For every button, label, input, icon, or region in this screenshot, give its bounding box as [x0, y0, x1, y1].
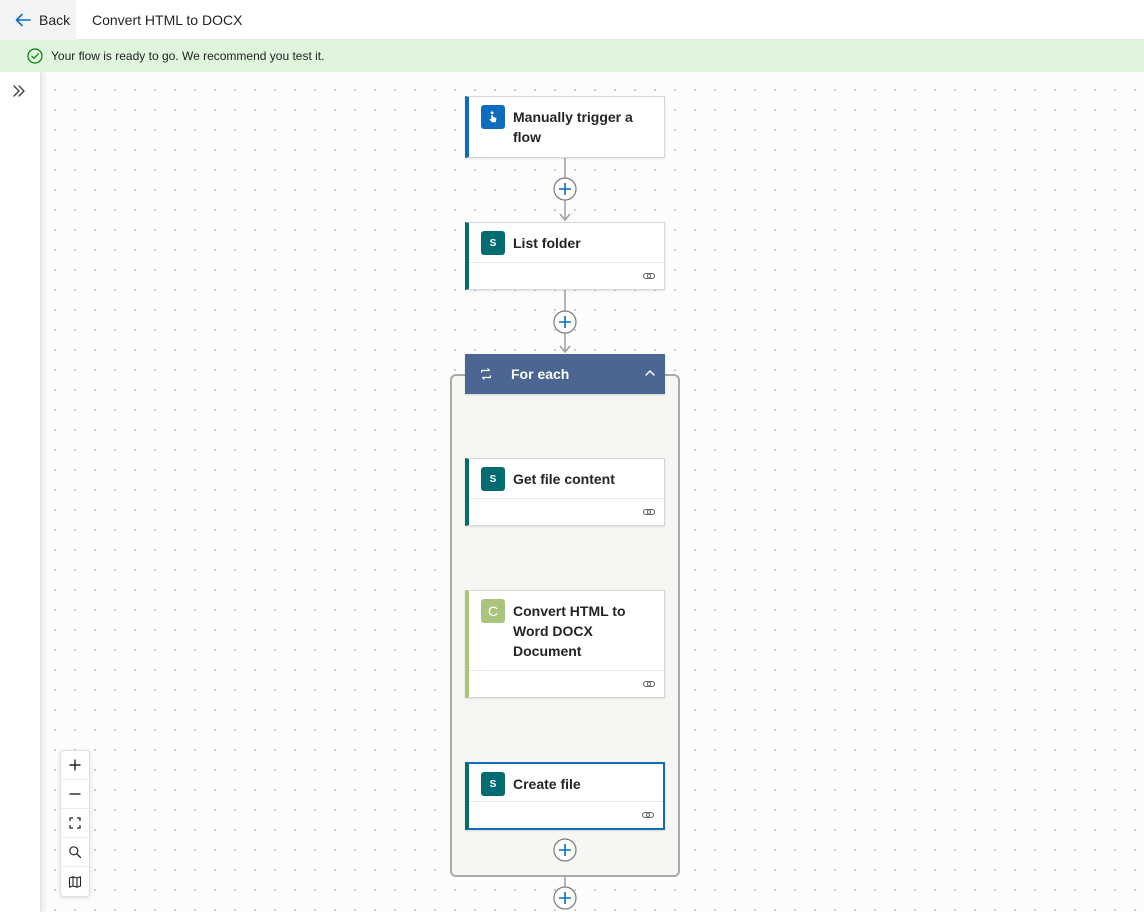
minus-icon: [69, 793, 81, 795]
zoom-controls: [60, 750, 90, 897]
convert-html-title: Convert HTML to Word DOCX Document: [513, 603, 626, 659]
foreach-title: For each: [511, 366, 570, 382]
sharepoint-icon: S: [481, 467, 505, 491]
link-icon[interactable]: [642, 677, 656, 691]
check-circle-icon: [27, 48, 43, 64]
list-folder-title: List folder: [513, 235, 581, 251]
foreach-header[interactable]: For each: [465, 354, 665, 394]
create-file-title: Create file: [513, 776, 581, 792]
flow-title: Convert HTML to DOCX: [92, 12, 243, 28]
fit-view-icon: [69, 817, 81, 829]
card-footer: [469, 262, 664, 289]
get-file-content-card[interactable]: S Get file content: [465, 458, 665, 526]
sharepoint-icon: S: [481, 231, 505, 255]
loop-icon: [481, 368, 491, 380]
sharepoint-icon: S: [481, 772, 505, 796]
map-icon: [68, 875, 82, 888]
link-icon[interactable]: [642, 269, 656, 283]
convert-html-card[interactable]: C Convert HTML to Word DOCX Document: [465, 590, 665, 698]
list-folder-card[interactable]: S List folder: [465, 222, 665, 290]
back-button[interactable]: Back: [0, 0, 76, 40]
card-footer: [469, 801, 663, 828]
connector-c-icon: C: [481, 599, 505, 623]
search-button[interactable]: [61, 838, 89, 867]
trigger-card[interactable]: Manually trigger a flow: [465, 96, 665, 158]
trigger-title: Manually trigger a flow: [513, 109, 633, 145]
double-chevron-right-icon[interactable]: [10, 82, 28, 100]
link-icon[interactable]: [642, 505, 656, 519]
link-icon[interactable]: [641, 808, 655, 822]
fit-view-button[interactable]: [61, 809, 89, 838]
back-label: Back: [39, 12, 71, 28]
plus-icon: [69, 759, 81, 771]
create-file-card[interactable]: S Create file: [465, 762, 665, 830]
flow-canvas[interactable]: For each Manually trigger a flow S List …: [40, 72, 1144, 912]
zoom-in-button[interactable]: [61, 751, 89, 780]
zoom-out-button[interactable]: [61, 780, 89, 809]
add-step-button-2[interactable]: [553, 310, 577, 334]
minimap-button[interactable]: [61, 867, 89, 896]
success-banner: Your flow is ready to go. We recommend y…: [0, 40, 1144, 72]
add-step-button-inside-end[interactable]: [553, 838, 577, 862]
chevron-up-icon[interactable]: [643, 366, 657, 380]
card-footer: [469, 670, 664, 697]
add-step-button-1[interactable]: [553, 177, 577, 201]
hand-tap-icon: [481, 105, 505, 129]
arrow-left-icon: [15, 13, 31, 27]
left-rail: [0, 72, 41, 912]
get-file-content-title: Get file content: [513, 471, 615, 487]
banner-message: Your flow is ready to go. We recommend y…: [51, 49, 325, 63]
add-step-button-end[interactable]: [553, 886, 577, 910]
card-footer: [469, 498, 664, 525]
search-icon: [69, 846, 82, 859]
top-bar: Back Convert HTML to DOCX: [0, 0, 1144, 40]
